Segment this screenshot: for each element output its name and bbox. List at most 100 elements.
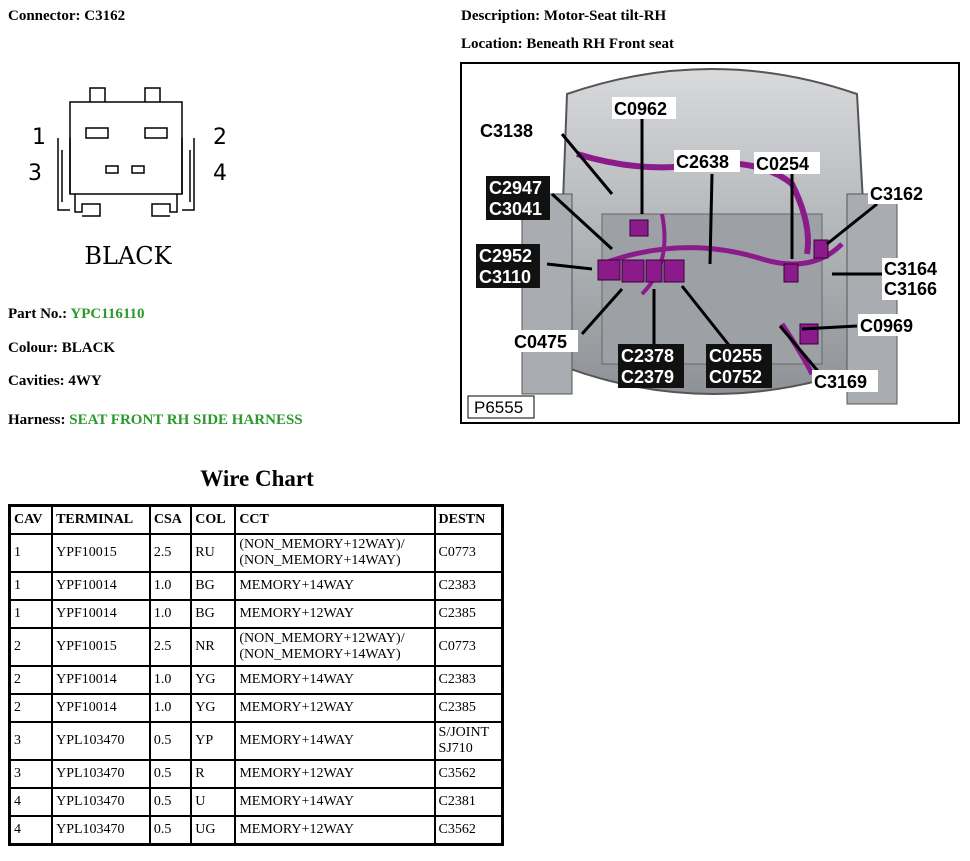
- cct-cell: MEMORY+14WAY: [234, 571, 436, 601]
- cav-cell: 2: [8, 693, 54, 723]
- wire-chart-title: Wire Chart: [200, 466, 314, 491]
- col-cell: UG: [190, 815, 237, 846]
- photo-callout: C0969: [860, 316, 913, 336]
- cav-cell: 1: [8, 533, 54, 573]
- destn-cell: C3562: [433, 815, 504, 846]
- csa-cell: 1.0: [148, 665, 193, 695]
- connector-label: Connector:: [8, 8, 81, 24]
- photo-callout: C2638: [676, 152, 729, 172]
- cct-cell: MEMORY+14WAY: [234, 721, 436, 761]
- cct-cell: MEMORY+12WAY: [234, 815, 436, 846]
- col-cell: R: [190, 759, 237, 789]
- harness-label: Harness:: [8, 412, 66, 428]
- destn-cell: C2383: [433, 571, 504, 601]
- colour-value: BLACK: [61, 340, 116, 356]
- photo-callout: C0255: [709, 346, 762, 366]
- terminal-cell: YPL103470: [51, 759, 151, 789]
- location-info: Location: Beneath RH Front seat: [461, 36, 674, 53]
- column-header: CAV: [8, 504, 54, 535]
- terminal-cell: YPF10014: [51, 599, 151, 629]
- description-label: Description:: [461, 8, 541, 24]
- cct-cell: (NON_MEMORY+12WAY)/ (NON_MEMORY+14WAY): [234, 533, 436, 573]
- connector-value: C3162: [84, 8, 126, 24]
- pinout-color-label: BLACK: [84, 242, 172, 270]
- cav-cell: 4: [8, 787, 54, 817]
- photo-callout: C3041: [489, 199, 542, 219]
- pin-number: 4: [213, 161, 227, 186]
- destn-cell: C0773: [433, 627, 504, 667]
- csa-cell: 0.5: [148, 787, 193, 817]
- terminal-cell: YPF10014: [51, 665, 151, 695]
- photo-callout: C0254: [756, 154, 809, 174]
- cav-cell: 1: [8, 571, 54, 601]
- description-info: Description: Motor-Seat tilt-RH: [461, 8, 666, 25]
- colour-info: Colour: BLACK: [8, 340, 115, 357]
- cav-cell: 2: [8, 627, 54, 667]
- wire-chart-header-row: CAV TERMINAL CSA COL CCT DESTN: [8, 504, 504, 535]
- csa-cell: 1.0: [148, 693, 193, 723]
- csa-cell: 1.0: [148, 571, 193, 601]
- photo-callout: C2952: [479, 246, 532, 266]
- terminal-cell: YPL103470: [51, 815, 151, 846]
- photo-callout: C0752: [709, 367, 762, 387]
- pin-number: 3: [28, 161, 42, 186]
- description-value: Motor-Seat tilt-RH: [543, 8, 667, 24]
- photo-callout: C0962: [614, 99, 667, 119]
- col-cell: YP: [190, 721, 237, 761]
- csa-cell: 0.5: [148, 721, 193, 761]
- photo-callout: C3138: [480, 121, 533, 141]
- col-cell: RU: [190, 533, 237, 573]
- location-photo: C0962 C3138 C2638 C0254 C2947 C3041 C316…: [460, 62, 960, 424]
- photo-callout: C2379: [621, 367, 674, 387]
- col-cell: YG: [190, 665, 237, 695]
- destn-cell: C3562: [433, 759, 504, 789]
- photo-callout: C2378: [621, 346, 674, 366]
- terminal-cell: YPF10015: [51, 533, 151, 573]
- photo-callout: C3169: [814, 372, 867, 392]
- connector-info: Connector: C3162: [8, 8, 125, 25]
- location-value: Beneath RH Front seat: [526, 36, 675, 52]
- cavities-info: Cavities: 4WY: [8, 373, 102, 390]
- photo-callout: C3110: [479, 267, 531, 287]
- harness-info: Harness: SEAT FRONT RH SIDE HARNESS: [8, 412, 303, 429]
- csa-cell: 1.0: [148, 599, 193, 629]
- pin-number: 2: [213, 125, 227, 150]
- destn-cell: C2381: [433, 787, 504, 817]
- cct-cell: (NON_MEMORY+12WAY)/ (NON_MEMORY+14WAY): [234, 627, 436, 667]
- location-label: Location:: [461, 36, 523, 52]
- photo-callout: C3164: [884, 259, 937, 279]
- part-number-info: Part No.: YPC116110: [8, 306, 145, 323]
- terminal-cell: YPL103470: [51, 721, 151, 761]
- photo-id: P6555: [474, 398, 523, 417]
- cav-cell: 1: [8, 599, 54, 629]
- cct-cell: MEMORY+12WAY: [234, 693, 436, 723]
- csa-cell: 0.5: [148, 759, 193, 789]
- cct-cell: MEMORY+14WAY: [234, 665, 436, 695]
- cct-cell: MEMORY+12WAY: [234, 759, 436, 789]
- cct-cell: MEMORY+14WAY: [234, 787, 436, 817]
- col-cell: BG: [190, 571, 237, 601]
- destn-cell: S/JOINT SJ710: [433, 721, 504, 761]
- destn-cell: C2383: [433, 665, 504, 695]
- destn-cell: C2385: [433, 693, 504, 723]
- cavities-value: 4WY: [68, 373, 102, 389]
- csa-cell: 2.5: [148, 533, 193, 573]
- col-cell: NR: [190, 627, 237, 667]
- connector-pinout-diagram: 1 2 3 4 BLACK: [28, 87, 227, 270]
- terminal-cell: YPF10014: [51, 571, 151, 601]
- cav-cell: 3: [8, 721, 54, 761]
- terminal-cell: YPF10014: [51, 693, 151, 723]
- photo-callout: C3162: [870, 184, 923, 204]
- part-number-link[interactable]: YPC116110: [70, 306, 145, 322]
- harness-link[interactable]: SEAT FRONT RH SIDE HARNESS: [69, 412, 303, 428]
- photo-callout: C3166: [884, 279, 937, 299]
- column-header: DESTN: [433, 504, 504, 535]
- cavities-label: Cavities:: [8, 373, 65, 389]
- col-cell: BG: [190, 599, 237, 629]
